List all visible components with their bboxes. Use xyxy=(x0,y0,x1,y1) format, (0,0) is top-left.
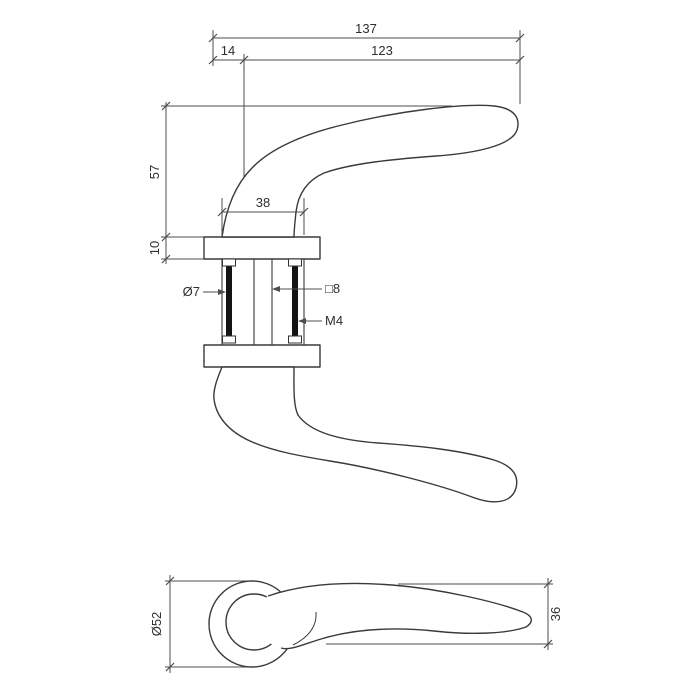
dim-bolt-diameter-label: Ø7 xyxy=(183,284,200,299)
dim-rose-height-label: 10 xyxy=(147,241,162,255)
dim-handle-height-label: 57 xyxy=(147,165,162,179)
dim-spindle-square-label: □8 xyxy=(325,281,340,296)
leader-arrow-spindle-square xyxy=(272,286,280,292)
nut-left-top xyxy=(222,258,236,267)
dim-neck-width-label: 38 xyxy=(256,195,270,210)
front-lever-sculpt-line xyxy=(292,611,317,646)
dim-bolt-thread-label: M4 xyxy=(325,313,343,328)
upper-handle-outline xyxy=(221,104,519,238)
dim-neck-offset-label: 14 xyxy=(221,43,235,58)
dimension-ticks-side xyxy=(161,33,525,264)
dimension-ticks-front xyxy=(165,576,553,672)
leader-arrow-bolt-thread xyxy=(298,318,306,324)
front-lever-fill xyxy=(259,583,532,649)
bolt-left xyxy=(226,266,232,336)
lower-handle-outline xyxy=(213,366,518,503)
dim-lever-height-label: 36 xyxy=(548,607,563,621)
dimension-ticks-neck-width xyxy=(217,207,309,217)
dimension-lines-front xyxy=(169,575,549,673)
front-lever-outline xyxy=(267,582,532,650)
extension-lines-neck-width xyxy=(221,198,305,235)
extension-lines-side xyxy=(161,30,521,260)
rose-side-bottom-plate xyxy=(203,344,321,368)
bolt-right xyxy=(292,266,298,336)
rose-side-top-plate xyxy=(203,236,321,260)
dim-rose-diameter-label: Ø52 xyxy=(149,612,164,637)
nut-right-bottom xyxy=(288,335,302,344)
leader-arrow-bolt-diameter xyxy=(218,289,226,295)
dim-total-length-label: 137 xyxy=(355,21,377,36)
mechanism-verticals xyxy=(221,259,305,345)
nut-right-top xyxy=(288,258,302,267)
nut-left-bottom xyxy=(222,335,236,344)
dim-lever-length-label: 123 xyxy=(371,43,393,58)
extension-lines-front xyxy=(165,580,553,668)
